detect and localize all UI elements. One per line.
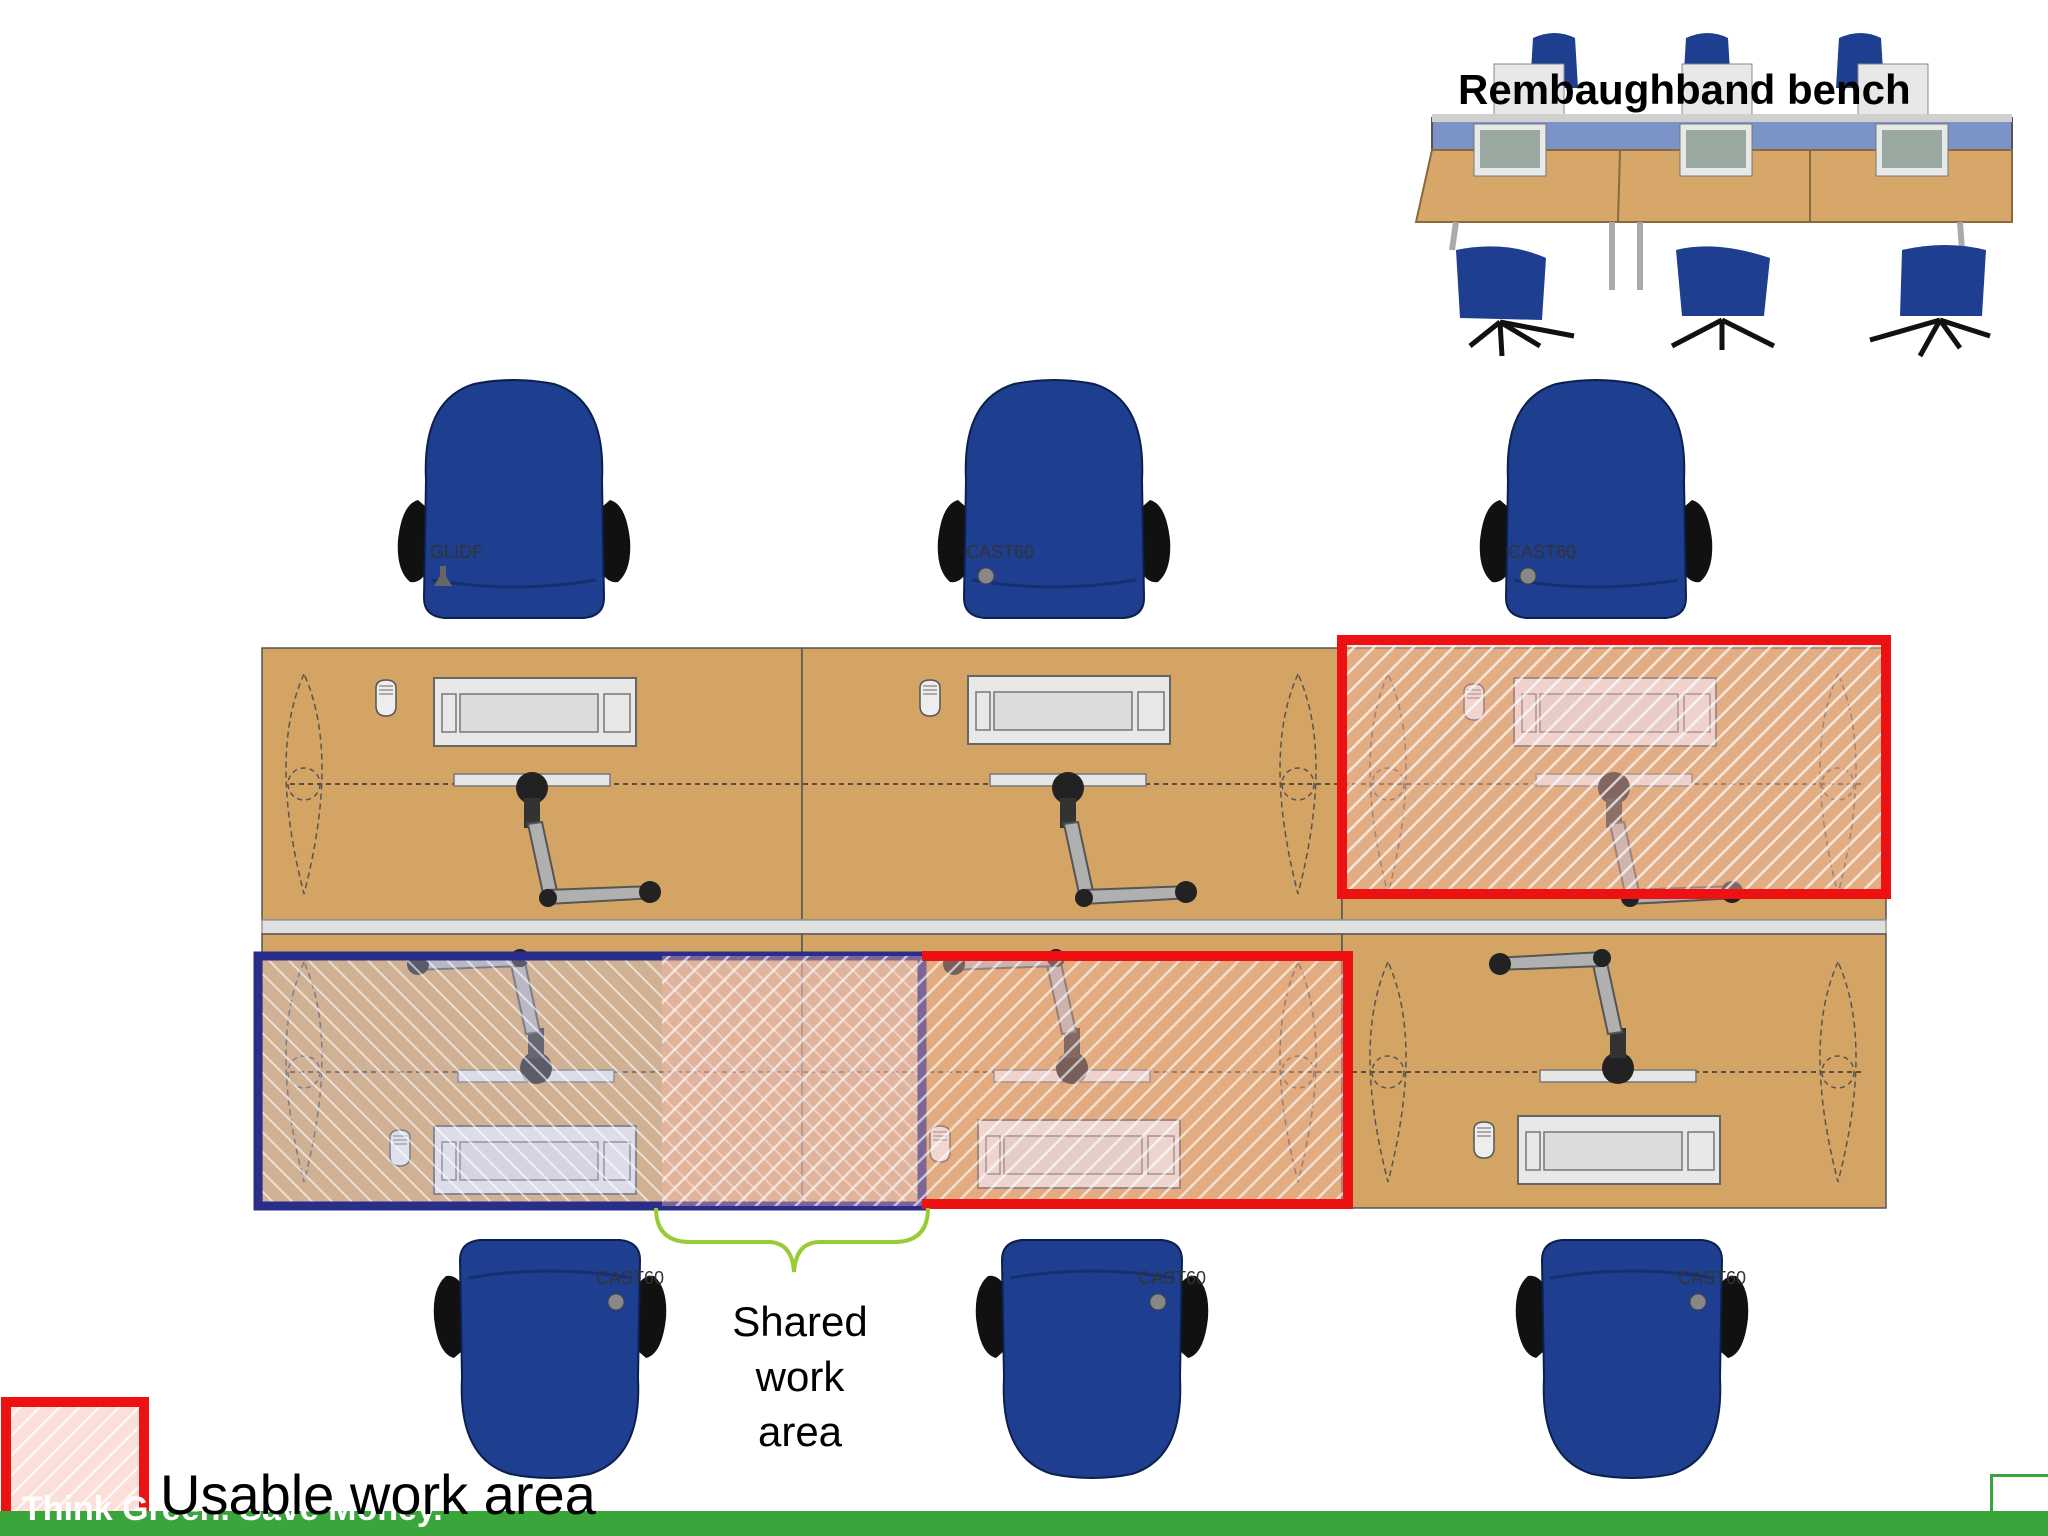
chair-label: CAST60 <box>1508 542 1576 562</box>
mouse-icon <box>1473 1121 1495 1159</box>
chair-top-1: GLIDF <box>396 378 632 620</box>
chair-bottom-3: CAST60 <box>1516 1240 1749 1478</box>
chair-bottom-1: CAST60 <box>434 1240 667 1478</box>
mouse-icon <box>375 679 397 717</box>
chair-icon <box>396 378 632 620</box>
chair-label: GLIDF <box>430 542 483 562</box>
photo-title: Rembaughband bench <box>1458 66 1911 113</box>
chair-label: CAST60 <box>596 1268 664 1288</box>
chair-label: CAST60 <box>966 542 1034 562</box>
chair-label: CAST60 <box>1138 1268 1206 1288</box>
chair-bottom-2: CAST60 <box>976 1240 1209 1478</box>
footer-bar <box>0 1511 2048 1536</box>
shared-area-brace <box>654 1207 930 1273</box>
usable-area-top-right <box>1337 635 1891 899</box>
chair-icon <box>1478 378 1714 620</box>
chair-top-3: CAST60 <box>1478 378 1714 620</box>
keyboard-icon <box>433 677 637 747</box>
center-divider <box>261 919 1887 935</box>
keyboard-icon <box>967 675 1171 745</box>
chair-top-2: CAST60 <box>936 378 1172 620</box>
keyboard-icon <box>1517 1115 1721 1185</box>
workstation-photo <box>1414 33 2013 358</box>
footer-text: Think Green. Save Money. <box>22 1490 443 1528</box>
chair-icon <box>936 378 1172 620</box>
mouse-icon <box>919 679 941 717</box>
usable-area-bottom <box>662 951 1353 1209</box>
legend-label: Usable work area <box>160 1463 596 1526</box>
shared-work-area-label: Shared work area <box>732 1298 868 1455</box>
chair-label: CAST60 <box>1678 1268 1746 1288</box>
footer-tab <box>1990 1474 2048 1511</box>
